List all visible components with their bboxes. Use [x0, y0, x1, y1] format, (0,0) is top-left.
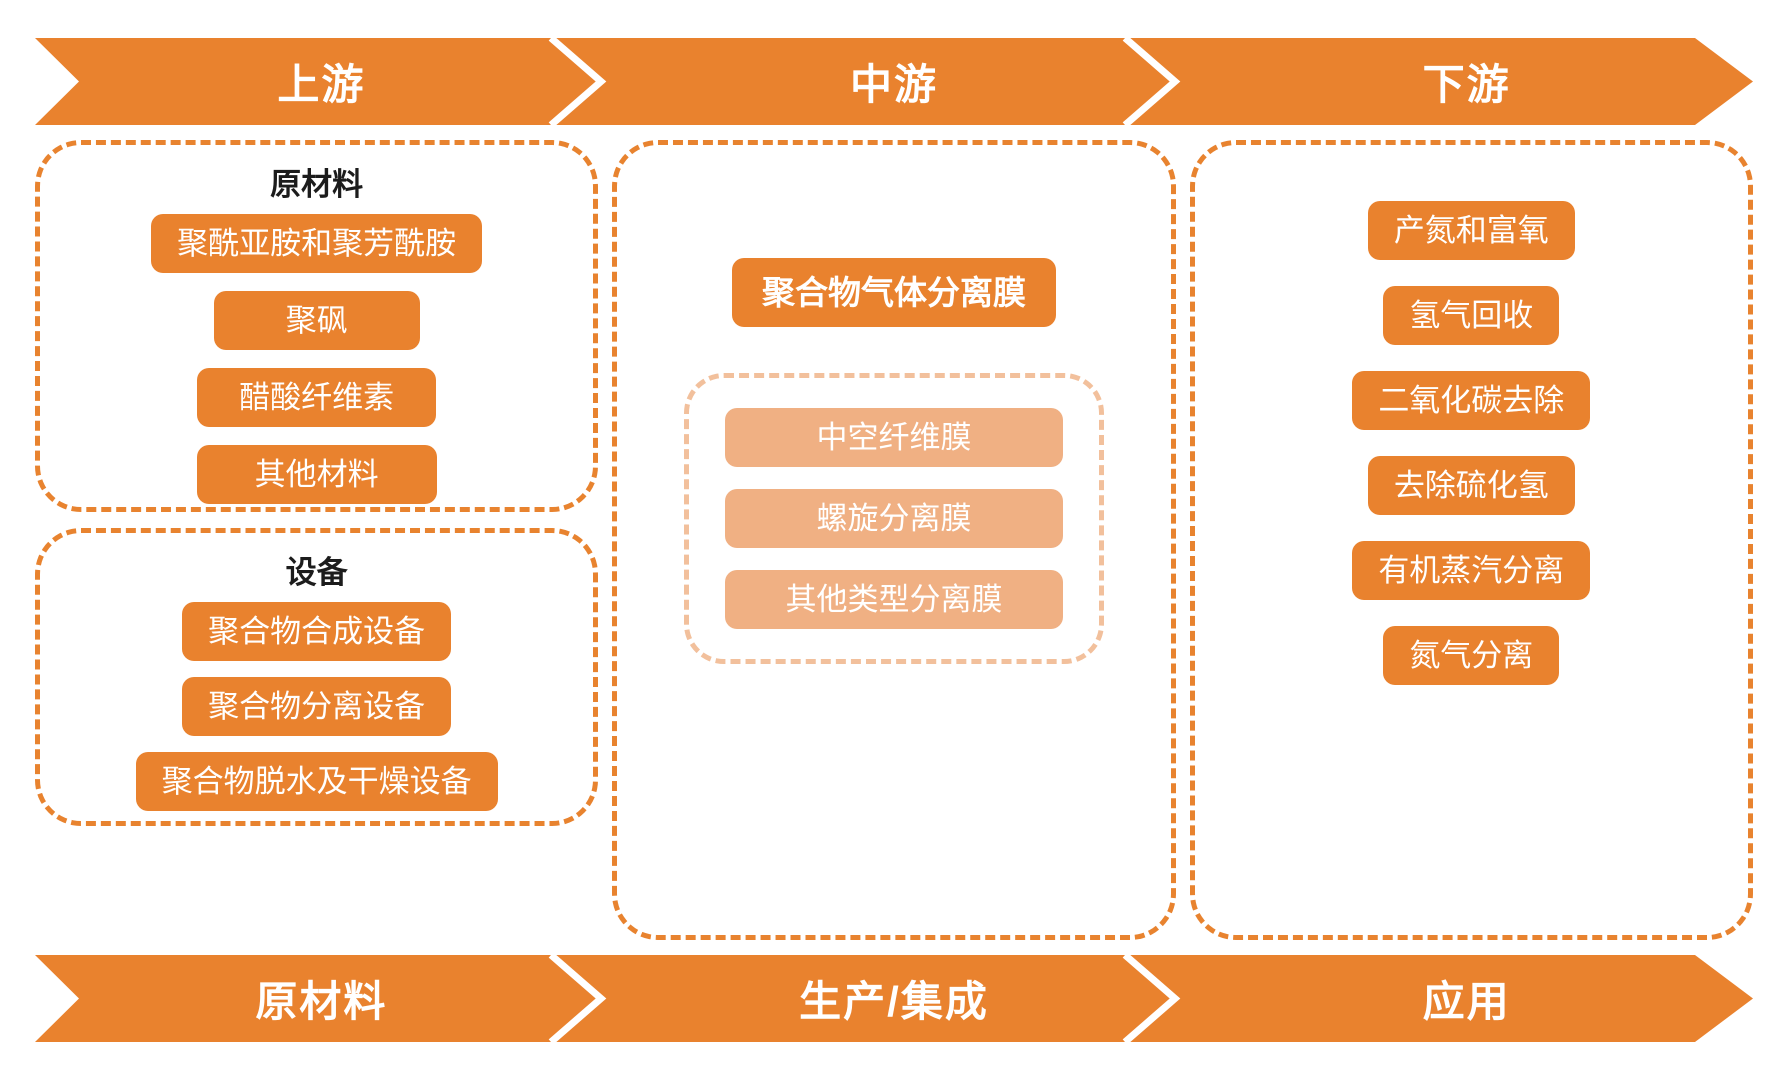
list-item[interactable]: 产氮和富氧 [1367, 201, 1575, 260]
list-item[interactable]: 二氧化碳去除 [1352, 371, 1591, 430]
list-item[interactable]: 聚砜 [213, 291, 420, 350]
list-item[interactable]: 氮气分离 [1383, 626, 1560, 685]
group-applications-list: 产氮和富氧 氢气回收 二氧化碳去除 去除硫化氢 有机蒸汽分离 氮气分离 [1352, 201, 1591, 685]
group-raw-materials: 原材料 聚酰亚胺和聚芳酰胺 聚砜 醋酸纤维素 其他材料 [35, 140, 599, 512]
list-item[interactable]: 醋酸纤维素 [197, 368, 437, 427]
group-membrane-types: 中空纤维膜 螺旋分离膜 其他类型分离膜 [683, 373, 1104, 664]
list-item[interactable]: 其他类型分离膜 [724, 570, 1063, 629]
top-banner: 上游 中游 下游 [35, 38, 1753, 125]
group-raw-materials-list: 聚酰亚胺和聚芳酰胺 聚砜 醋酸纤维素 其他材料 [151, 214, 483, 504]
bottom-banner: 原材料 生产/集成 应用 [35, 955, 1753, 1042]
midstream-headline[interactable]: 聚合物气体分离膜 [731, 258, 1056, 327]
column-midstream: 聚合物气体分离膜 中空纤维膜 螺旋分离膜 其他类型分离膜 [612, 140, 1176, 940]
column-upstream: 原材料 聚酰亚胺和聚芳酰胺 聚砜 醋酸纤维素 其他材料 设备 聚合物合成设备 聚… [35, 140, 599, 940]
list-item[interactable]: 去除硫化氢 [1367, 456, 1575, 515]
list-item[interactable]: 有机蒸汽分离 [1352, 541, 1591, 600]
list-item[interactable]: 其他材料 [196, 445, 437, 504]
group-equipment-title: 设备 [285, 555, 348, 590]
list-item[interactable]: 聚合物合成设备 [182, 602, 452, 661]
list-item[interactable]: 聚合物分离设备 [182, 677, 452, 736]
list-item[interactable]: 聚合物脱水及干燥设备 [135, 752, 498, 811]
list-item[interactable]: 中空纤维膜 [724, 408, 1063, 467]
group-midstream: 聚合物气体分离膜 中空纤维膜 螺旋分离膜 其他类型分离膜 [612, 140, 1176, 940]
bottom-banner-shape [35, 955, 1753, 1042]
top-banner-shape [35, 38, 1753, 125]
group-applications: 产氮和富氧 氢气回收 二氧化碳去除 去除硫化氢 有机蒸汽分离 氮气分离 [1189, 140, 1753, 940]
group-raw-materials-title: 原材料 [270, 167, 364, 202]
group-equipment: 设备 聚合物合成设备 聚合物分离设备 聚合物脱水及干燥设备 [35, 528, 599, 826]
pipeline-columns: 原材料 聚酰亚胺和聚芳酰胺 聚砜 醋酸纤维素 其他材料 设备 聚合物合成设备 聚… [35, 140, 1753, 940]
list-item[interactable]: 螺旋分离膜 [724, 489, 1063, 548]
list-item[interactable]: 氢气回收 [1383, 286, 1560, 345]
column-downstream: 产氮和富氧 氢气回收 二氧化碳去除 去除硫化氢 有机蒸汽分离 氮气分离 [1189, 140, 1753, 940]
group-equipment-list: 聚合物合成设备 聚合物分离设备 聚合物脱水及干燥设备 [135, 602, 498, 811]
list-item[interactable]: 聚酰亚胺和聚芳酰胺 [151, 214, 483, 273]
